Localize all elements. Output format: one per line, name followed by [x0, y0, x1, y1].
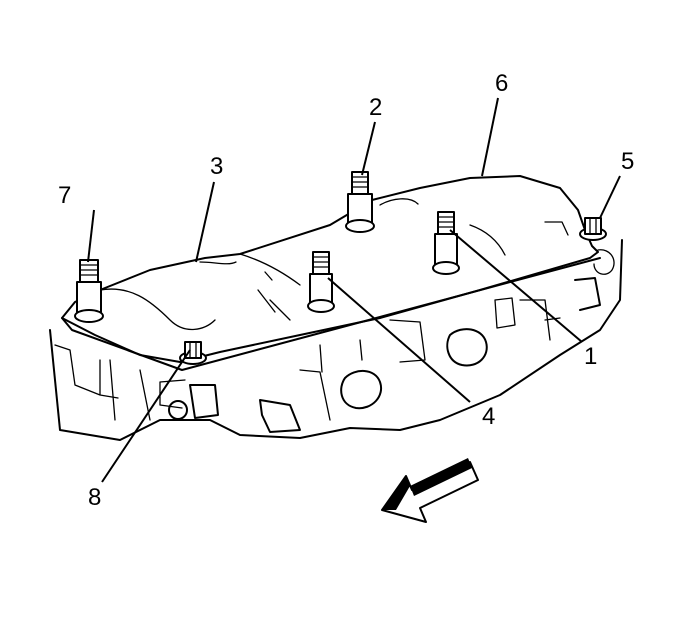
front-direction-arrow-icon: [381, 458, 479, 523]
stud-2: [345, 171, 375, 233]
stud-4: [307, 251, 335, 313]
cylinder-head: [49, 239, 623, 441]
leader-7: [87, 209, 95, 263]
leader-2: [361, 121, 376, 176]
stud-1: [432, 211, 460, 275]
callout-4: 4: [482, 403, 496, 430]
leader-1: [449, 229, 583, 343]
leader-3: [195, 181, 215, 263]
leader-5: [599, 175, 621, 219]
callout-5: 5: [621, 148, 635, 175]
callout-1: 1: [584, 343, 598, 370]
callout-2: 2: [369, 94, 383, 121]
leader-6: [481, 97, 499, 177]
stud-7: [74, 259, 104, 323]
leader-lines: [87, 97, 621, 483]
callout-7: 7: [58, 182, 72, 209]
bolt-5: [579, 217, 607, 241]
callout-3: 3: [210, 153, 224, 180]
leader-8: [101, 349, 191, 483]
callout-6: 6: [495, 70, 509, 97]
callout-8: 8: [88, 484, 102, 511]
leader-4: [327, 277, 471, 403]
